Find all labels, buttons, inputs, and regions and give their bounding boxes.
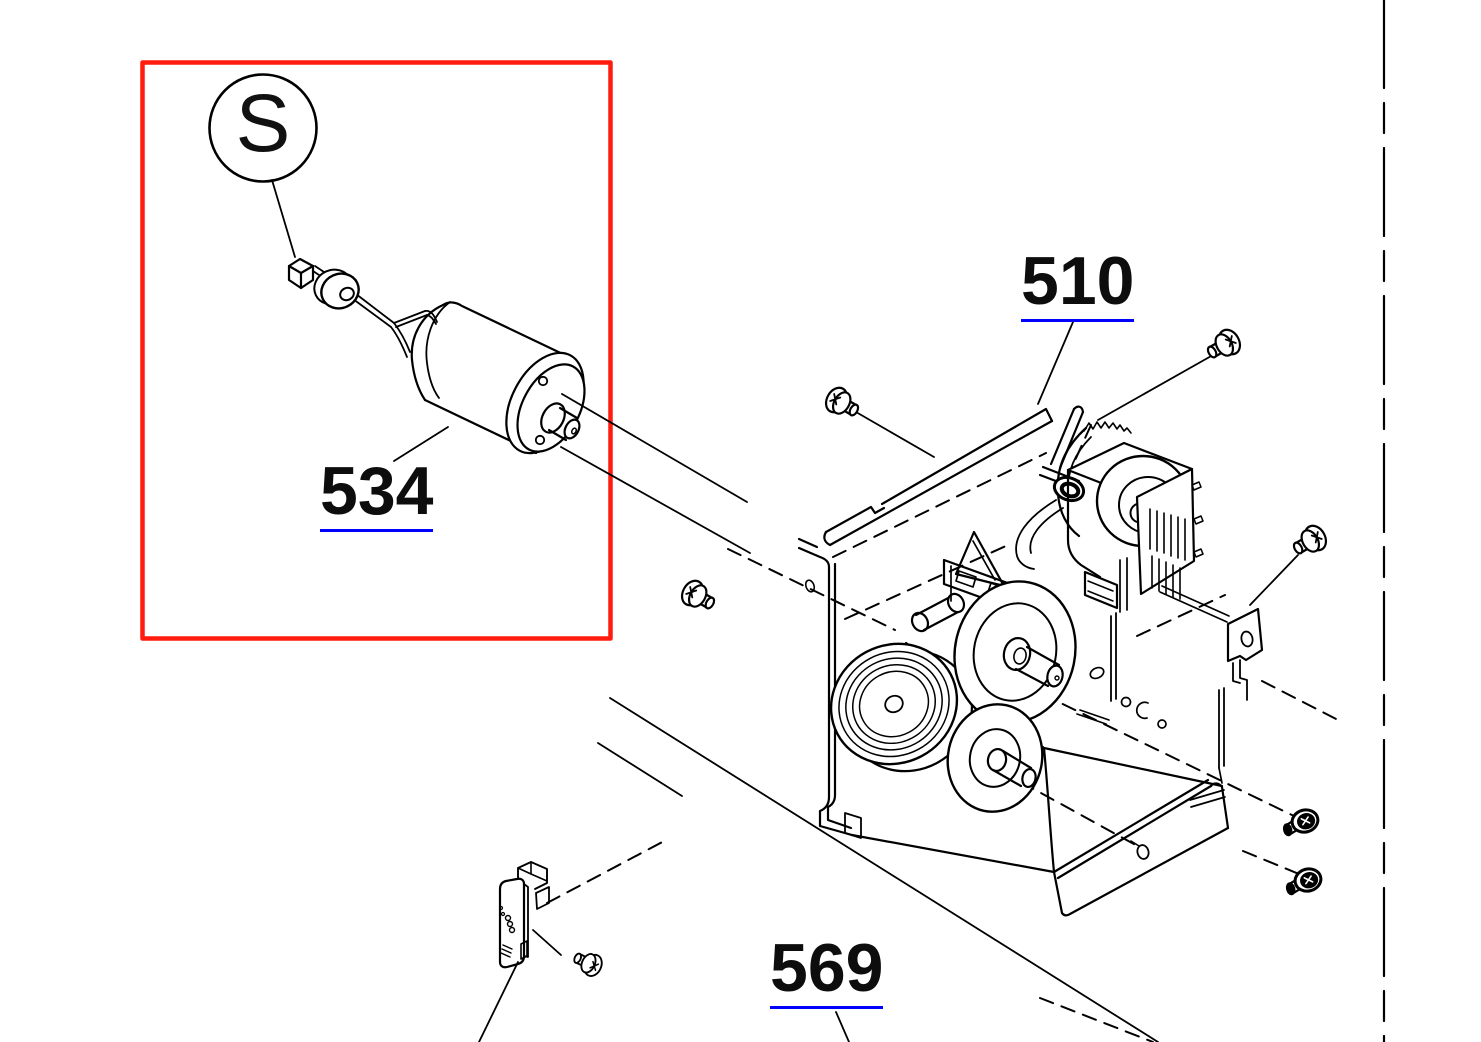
screw-right (1287, 520, 1332, 563)
hidden-edge-dashed-lines (727, 424, 1343, 1042)
part-link-510[interactable]: 510 (1021, 247, 1135, 322)
s-callout-badge (208, 73, 318, 258)
leader-lines (835, 321, 1299, 1042)
leader-line-screw-top-right (1097, 354, 1214, 421)
frame-top-rail (823, 407, 1054, 547)
frame-left-bracket (797, 537, 1056, 874)
screw-top-right (1201, 324, 1246, 367)
panel-edge-lines (597, 697, 1159, 1042)
highlight-box-534 (140, 60, 613, 641)
screw-top-left (820, 382, 865, 425)
s-leader-line (271, 179, 296, 258)
leader-line-sensor-screw (532, 929, 562, 956)
main-gear (953, 580, 1077, 724)
roller-pin (910, 592, 966, 633)
part-label-510[interactable]: 510 (1021, 247, 1135, 322)
sensor-board-569 (478, 838, 669, 1042)
part-label-534[interactable]: 534 (320, 457, 434, 532)
drive-frame-assembly-510 (597, 321, 1343, 1042)
part-link-534[interactable]: 534 (320, 457, 434, 532)
screw-mid-left (676, 575, 721, 618)
motor-shaft-alignment-lines (560, 393, 751, 554)
leader-line-screw-top-left (855, 411, 935, 458)
motor-connector (287, 257, 315, 290)
drum-pulley (829, 642, 974, 773)
part-label-569[interactable]: 569 (770, 934, 884, 1009)
leader-line-569 (835, 1011, 850, 1042)
sensor-alignment-dashed (546, 838, 669, 904)
vent-slats (1149, 508, 1186, 600)
motor-body (410, 301, 586, 455)
plate-holes (1089, 666, 1167, 729)
gear-housing (1066, 441, 1230, 702)
lower-gear (946, 703, 1044, 813)
leader-line-534 (393, 426, 449, 462)
ferrite-bead (313, 268, 360, 310)
washer-screw-right-upper (1278, 805, 1322, 839)
part-link-569[interactable]: 569 (770, 934, 884, 1009)
sector-gear-and-lever (1015, 405, 1132, 570)
leader-line-screw-right (1249, 554, 1299, 606)
leader-line-510 (1037, 321, 1074, 405)
motor-assembly-534 (287, 257, 751, 554)
frame-right-bracket (1218, 607, 1264, 784)
sensor-board (498, 861, 550, 969)
s-callout-letter: S (235, 77, 291, 169)
leader-line-sensor-board (478, 961, 519, 1042)
sensor-screw (569, 946, 607, 980)
